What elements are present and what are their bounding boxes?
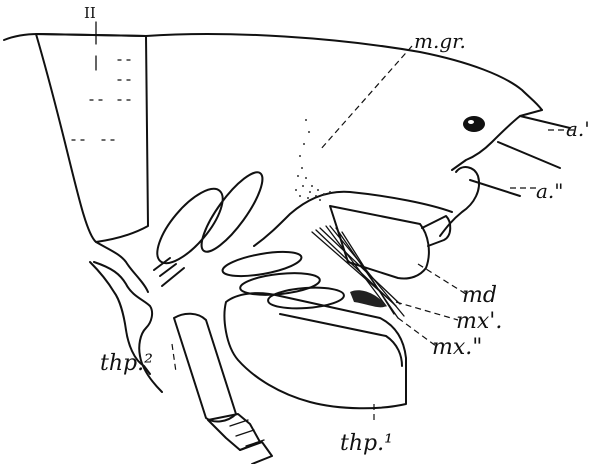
thoracic-leg-2-oval [192, 165, 271, 259]
thoracic-leg-1-oval [147, 179, 234, 273]
antenna-base-outline [440, 167, 479, 236]
label-md: md [462, 283, 497, 308]
thoracopod-2-segment-c [240, 442, 272, 464]
mandible-block [330, 206, 429, 279]
leader-thp2 [172, 344, 176, 372]
leader-mx2 [398, 318, 436, 346]
leader-mgr [320, 46, 412, 150]
thoracopod-1-inner [280, 314, 402, 366]
head-ventral-margin [254, 192, 452, 246]
label-mx1: mx'. [456, 309, 502, 334]
mucous-gland-stipple [295, 119, 331, 201]
label-thp1: thp.¹ [340, 431, 393, 456]
thoracopod-1-plate [225, 293, 407, 408]
label-thp2: thp.² [100, 351, 153, 376]
label-a1: a.' [566, 117, 590, 141]
thoracopod-2-joints [230, 420, 264, 446]
segment-ii-plate [36, 34, 148, 242]
leader-mx1 [396, 302, 458, 320]
eye-icon [463, 116, 485, 132]
maxilla-setae [312, 226, 404, 318]
label-mgr: m.gr. [414, 29, 466, 53]
label-a2: a." [536, 179, 563, 203]
segment-ii-dashes [72, 60, 134, 140]
eye-highlight [468, 120, 474, 124]
label-segment-ii: II [84, 4, 96, 22]
segment-ii-lower [96, 242, 148, 292]
mandible-palp [422, 216, 450, 246]
thoracopod-2-segment-a [174, 314, 236, 422]
label-mx2: mx." [432, 335, 482, 360]
